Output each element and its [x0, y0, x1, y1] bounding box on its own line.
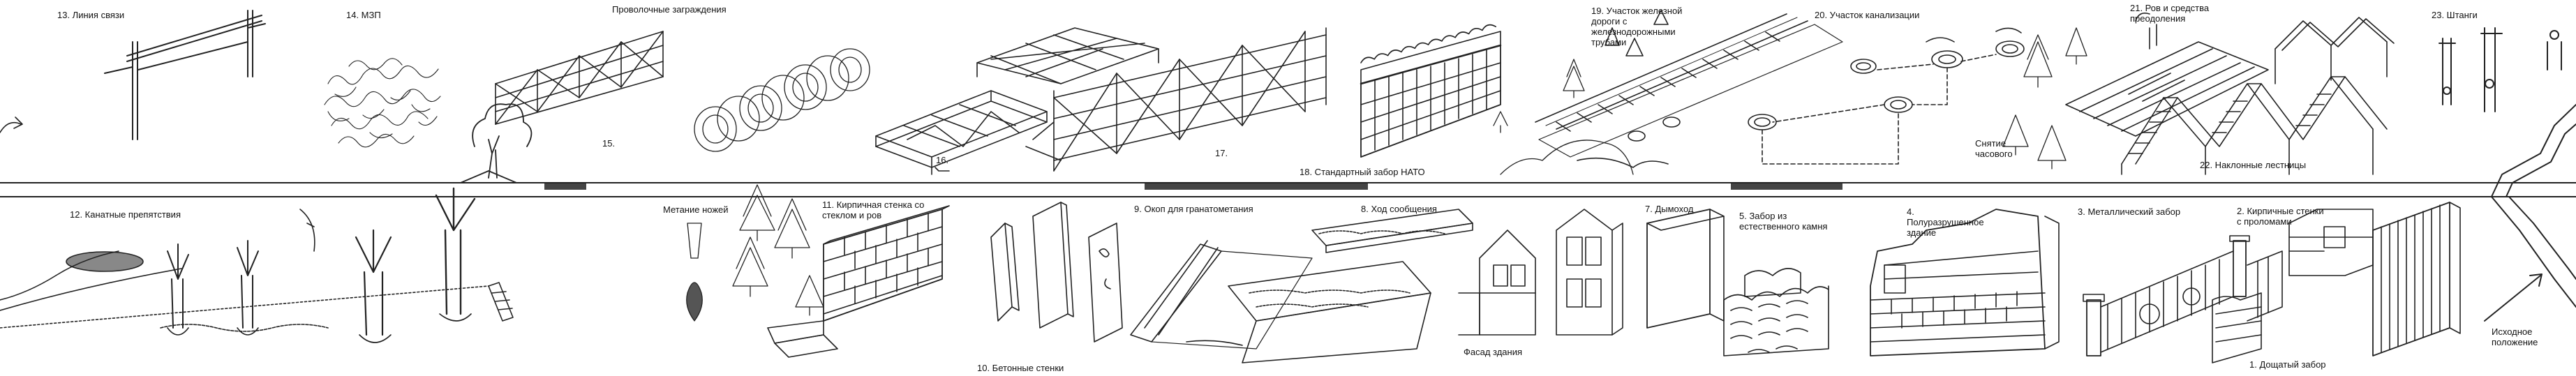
stone-fence — [1723, 268, 1829, 356]
label-start-position: Исходное положение — [2492, 326, 2538, 347]
label-12-rope-obstacles: 12. Канатные препятствия — [70, 209, 181, 220]
label-knife-throwing: Метание ножей — [663, 204, 729, 215]
low-wire-entanglement — [324, 58, 441, 148]
knife-throwing-area — [686, 184, 824, 322]
route-path — [0, 104, 2576, 308]
label-4-ruined-building: 4. Полуразрушенное здание — [1907, 206, 1984, 238]
label-8-communication-trench: 8. Ход сообщения — [1361, 204, 1437, 214]
direction-arrow — [0, 116, 23, 133]
fir-trees-18 — [1493, 59, 1634, 175]
grenade-trench — [1130, 240, 1313, 349]
inclined-ladders — [2121, 17, 2395, 175]
start-position-arrow — [2484, 273, 2543, 322]
label-15: 15. — [602, 138, 616, 149]
chimney-obstacle — [1646, 209, 1725, 329]
wire-fence-17 — [1025, 27, 1327, 172]
label-21-ditch: 21. Ров и средства преодоления — [2130, 3, 2210, 24]
concrete-walls — [990, 202, 1123, 343]
wire-fence-15 — [495, 31, 664, 125]
nato-fence — [1360, 24, 1502, 158]
label-17: 17. — [1215, 148, 1228, 158]
label-20-sewer: 20. Участок канализации — [1815, 10, 1920, 20]
wire-frame-16 — [875, 90, 1048, 175]
plank-fence — [2372, 202, 2461, 356]
fir-trees-21 — [2002, 27, 2087, 170]
label-19-railway: 19. Участок железной дороги с железнодор… — [1591, 6, 1683, 47]
label-building-facade: Фасад здания — [1464, 347, 1523, 357]
communication-trench — [1228, 209, 1473, 363]
label-13-communication-line: 13. Линия связи — [57, 10, 125, 20]
ruined-building — [1870, 209, 2060, 356]
brick-wall-ditch — [767, 205, 950, 358]
sewer-section — [1748, 27, 2025, 165]
breached-brick-walls — [2212, 209, 2374, 363]
concertina-wire — [694, 48, 870, 152]
label-10-concrete-walls: 10. Бетонные стенки — [977, 363, 1064, 373]
pull-up-bars — [2439, 27, 2562, 112]
label-11-brick-wall: 11. Кирпичная стенка со стеклом и ров — [822, 200, 925, 220]
building-facade — [1458, 209, 1623, 336]
label-14-mzp: 14. МЗП — [346, 10, 381, 20]
rope-obstacles — [0, 187, 514, 343]
label-1-plank-fence: 1. Дощатый забор — [2249, 359, 2326, 370]
label-16: 16. — [936, 155, 949, 165]
label-18-nato-fence: 18. Стандартный забор НАТО — [1300, 167, 1425, 177]
ditch-crossing — [2065, 12, 2269, 137]
label-sentry-removal: Снятие часового — [1975, 138, 2013, 159]
label-23-bars: 23. Штанги — [2432, 10, 2478, 20]
label-3-metal-fence: 3. Металлический забор — [2078, 206, 2181, 217]
label-22-inclined-ladders: 22. Наклонные лестницы — [2200, 160, 2307, 170]
railway-section — [1535, 10, 1843, 168]
metal-fence — [2083, 235, 2283, 356]
wire-frame-upper — [976, 27, 1159, 84]
label-wire-obstacles: Проволочные заграждения — [612, 4, 727, 15]
label-2-breached-walls: 2. Кирпичные стенки с проломами — [2237, 206, 2324, 227]
label-9-grenade-trench: 9. Окоп для гранатометания — [1134, 204, 1253, 214]
label-5-stone-fence: 5. Забор из естественного камня — [1739, 211, 1828, 232]
label-7-chimney: 7. Дымоход — [1645, 204, 1694, 214]
communication-line — [104, 10, 266, 140]
trees-left — [460, 103, 533, 183]
